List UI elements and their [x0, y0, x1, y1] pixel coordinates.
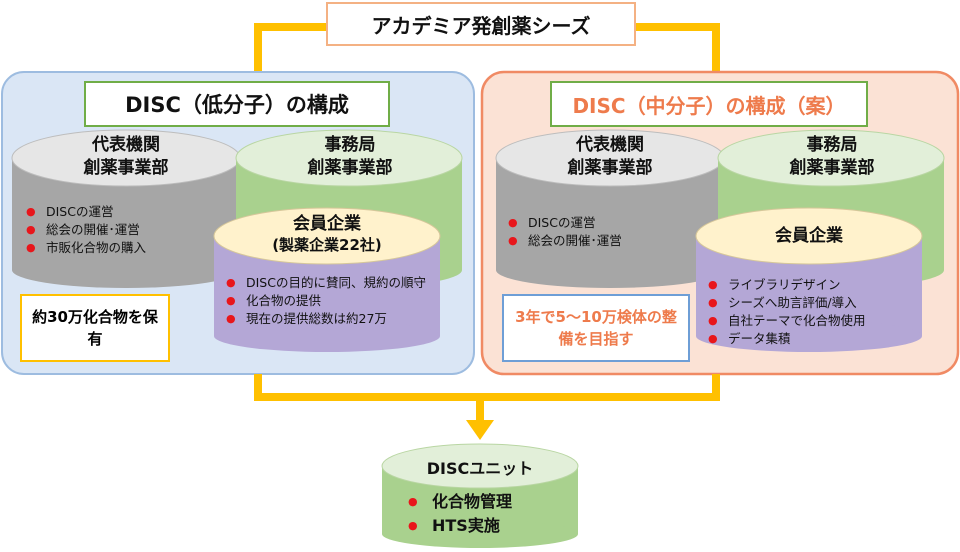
bullet-dot-icon: ● — [508, 234, 518, 247]
list-item: ●化合物の提供 — [226, 293, 322, 308]
bullet-dot-icon: ● — [226, 312, 236, 325]
left-member-label: 会員企業 (製薬企業22社) — [272, 214, 382, 254]
bullet-dot-icon: ● — [226, 276, 236, 289]
left-panel-title-box: DISC（低分子）の構成 — [84, 81, 390, 127]
bullet-dot-icon: ● — [708, 332, 718, 345]
list-item: ●DISCの目的に賛同、規約の順守 — [226, 275, 426, 290]
list-item: ●現在の提供総数は約27万 — [226, 311, 387, 326]
unit-bullets: ●化合物管理 ●HTS実施 — [408, 490, 568, 538]
bullet-dot-icon: ● — [708, 314, 718, 327]
arrow-head — [466, 420, 494, 440]
bullet-dot-icon: ● — [508, 216, 518, 229]
list-item: ●化合物管理 — [408, 490, 568, 514]
list-item: ●総会の開催･運営 — [508, 233, 622, 248]
bullet-dot-icon: ● — [708, 296, 718, 309]
right-note-box: 3年で5～10万検体の整備を目指す — [502, 294, 690, 362]
left-note-box: 約30万化合物を保有 — [20, 294, 170, 362]
bullet-dot-icon: ● — [226, 294, 236, 307]
left-gray-cylinder — [11, 129, 241, 288]
right-rep-bullets: ●DISCの運営 ●総会の開催･運営 — [508, 214, 688, 250]
bullet-dot-icon: ● — [408, 495, 418, 508]
list-item: ●DISCの運営 — [26, 204, 114, 219]
right-purple-cylinder — [695, 207, 923, 352]
list-item: ●HTS実施 — [408, 514, 568, 538]
bullet-dot-icon: ● — [708, 278, 718, 291]
list-item: ●市販化合物の購入 — [26, 240, 147, 255]
left-office-label: 事務局 創薬事業部 — [307, 135, 393, 178]
right-rep-label: 代表機関 創薬事業部 — [567, 135, 653, 178]
list-item: ●DISCの運営 — [508, 215, 596, 230]
right-note: 3年で5～10万検体の整備を目指す — [515, 308, 677, 348]
right-panel-title: DISC（中分子）の構成（案） — [572, 93, 846, 118]
left-rep-label: 代表機関 創薬事業部 — [83, 135, 169, 178]
right-gray-cylinder — [495, 129, 725, 288]
unit-title: DISCユニット — [426, 459, 534, 478]
unit-cylinder — [381, 443, 579, 548]
list-item: ●ライブラリデザイン — [708, 277, 841, 292]
left-member-bullets: ●DISCの目的に賛同、規約の順守 ●化合物の提供 ●現在の提供総数は約27万 — [226, 274, 436, 328]
list-item: ●総会の開催･運営 — [26, 222, 140, 237]
bullet-dot-icon: ● — [26, 223, 36, 236]
connector-bottom — [254, 374, 720, 401]
right-member-label: 会員企業 — [775, 226, 843, 246]
list-item: ●データ集積 — [708, 331, 791, 346]
left-note: 約30万化合物を保有 — [32, 308, 158, 348]
top-title: アカデミア発創薬シーズ — [371, 13, 591, 38]
right-office-label: 事務局 創薬事業部 — [789, 135, 875, 178]
bullet-dot-icon: ● — [26, 241, 36, 254]
bullet-dot-icon: ● — [26, 205, 36, 218]
top-title-box: アカデミア発創薬シーズ — [326, 2, 636, 46]
left-rep-bullets: ●DISCの運営 ●総会の開催･運営 ●市販化合物の購入 — [26, 203, 216, 257]
left-purple-cylinder — [213, 207, 441, 352]
list-item: ●自社テーマで化合物使用 — [708, 313, 866, 328]
bullet-dot-icon: ● — [408, 519, 418, 532]
right-panel-title-box: DISC（中分子）の構成（案） — [550, 81, 868, 127]
right-member-bullets: ●ライブラリデザイン ●シーズへ助言評価/導入 ●自社テーマで化合物使用 ●デー… — [708, 276, 920, 348]
left-panel-title: DISC（低分子）の構成 — [125, 93, 349, 117]
list-item: ●シーズへ助言評価/導入 — [708, 295, 857, 310]
